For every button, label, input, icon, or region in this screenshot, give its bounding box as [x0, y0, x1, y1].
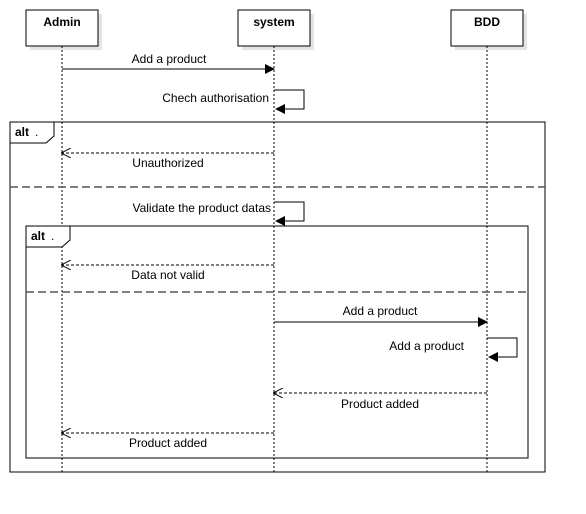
- outer-alt-fragment: alt .: [9, 121, 546, 473]
- inner-alt-fragment: alt .: [25, 225, 529, 459]
- message-unauthorized: Unauthorized: [62, 153, 274, 170]
- message-validate-product-datas-label: Validate the product datas: [132, 201, 271, 215]
- outer-alt-label: alt: [15, 125, 29, 139]
- participant-system: system: [237, 9, 314, 50]
- message-data-not-valid-label: Data not valid: [131, 268, 204, 282]
- message-add-product-request-label: Add a product: [132, 52, 207, 66]
- participant-bdd-label: BDD: [474, 15, 500, 29]
- participant-system-label: system: [253, 15, 294, 29]
- message-add-product-self-label: Add a product: [389, 339, 464, 353]
- message-add-product-request: Add a product: [62, 52, 275, 74]
- message-product-added-to-admin-label: Product added: [129, 436, 207, 450]
- message-unauthorized-label: Unauthorized: [132, 156, 203, 170]
- inner-alt-guard: .: [51, 229, 54, 243]
- message-validate-product-datas: Validate the product datas: [132, 201, 305, 226]
- message-data-not-valid: Data not valid: [62, 265, 274, 282]
- participant-bdd: BDD: [450, 9, 527, 50]
- message-check-authorisation: Chech authorisation: [162, 89, 305, 114]
- message-product-added-to-admin: Product added: [62, 433, 274, 450]
- message-product-added-from-bdd: Product added: [274, 393, 487, 411]
- participant-admin: Admin: [25, 9, 102, 50]
- outer-alt-guard: .: [35, 125, 38, 139]
- inner-alt-label: alt: [31, 229, 45, 243]
- message-add-product-self: Add a product: [389, 337, 518, 362]
- message-check-authorisation-label: Chech authorisation: [162, 91, 269, 105]
- message-product-added-from-bdd-label: Product added: [341, 397, 419, 411]
- message-add-product-to-bdd: Add a product: [274, 304, 488, 327]
- message-add-product-to-bdd-label: Add a product: [343, 304, 418, 318]
- participant-admin-label: Admin: [43, 15, 80, 29]
